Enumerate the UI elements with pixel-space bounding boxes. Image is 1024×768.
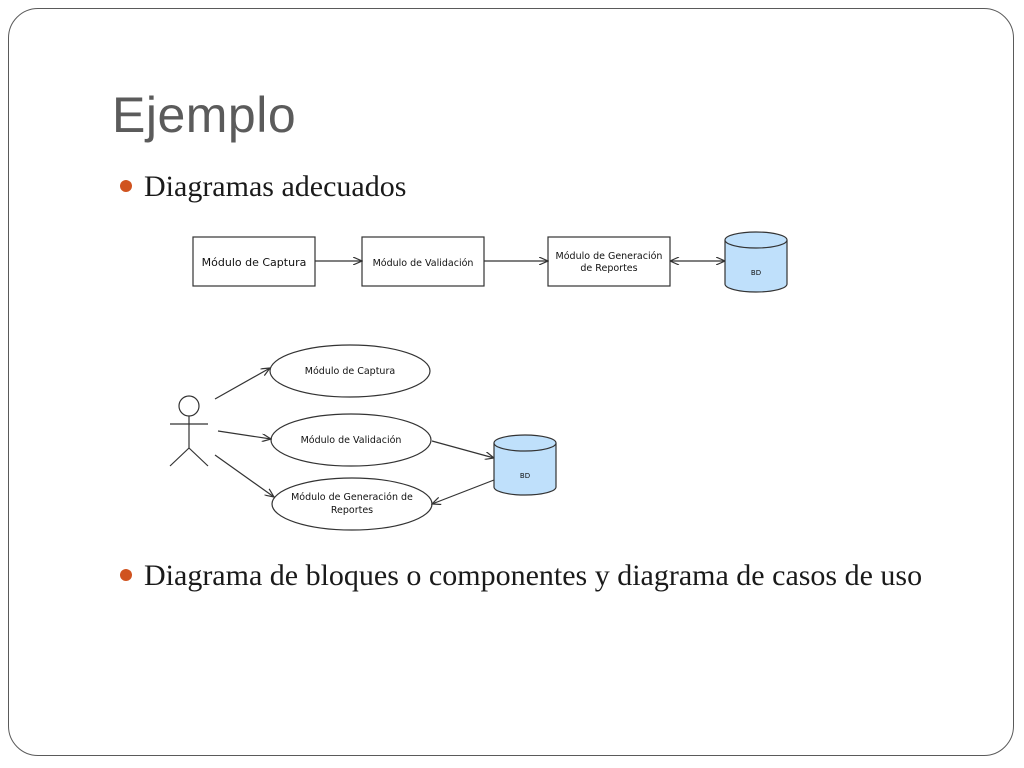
database-icon: BD — [493, 434, 557, 496]
use-case-diagram: Módulo de Captura Módulo de Validación M… — [169, 344, 557, 531]
block-generacion-label-line2: de Reportes — [580, 263, 637, 274]
use-case-validacion: Módulo de Validación — [270, 413, 432, 467]
arrow-validacion-bd — [431, 440, 494, 458]
bullet-text: Diagrama de bloques o componentes y diag… — [144, 559, 923, 592]
use-case-generacion: Módulo de Generación de Reportes — [271, 477, 433, 531]
block-validacion: Módulo de Validación — [361, 236, 485, 287]
use-case-validacion-label: Módulo de Validación — [301, 435, 402, 446]
arrow-actor-validacion — [217, 430, 271, 439]
arrow-bd-generacion — [432, 479, 495, 504]
bullet-item-diagramas: Diagramas adecuados — [120, 168, 940, 206]
block-captura-label: Módulo de Captura — [202, 256, 307, 269]
arrow-actor-captura — [214, 368, 270, 400]
slide-title: Ejemplo — [112, 87, 297, 143]
bullet-item-tipos: Diagrama de bloques o componentes y diag… — [120, 557, 950, 595]
use-case-captura-label: Módulo de Captura — [305, 366, 395, 377]
bullet-text: Diagramas adecuados — [144, 170, 407, 203]
block-validacion-label: Módulo de Validación — [373, 258, 474, 269]
arrow-actor-generacion — [214, 454, 274, 497]
actor-icon — [169, 395, 209, 467]
use-case-captura: Módulo de Captura — [269, 344, 431, 398]
block-generacion-label-line1: Módulo de Generación — [556, 251, 663, 262]
use-case-generacion-label-line2: Reportes — [331, 505, 373, 516]
bullet-dot-icon — [120, 180, 132, 192]
bullet-dot-icon — [120, 569, 132, 581]
block-generacion: Módulo de Generación de Reportes — [547, 236, 671, 287]
slide-frame — [8, 8, 1014, 756]
use-case-generacion-label-line1: Módulo de Generación de — [291, 492, 413, 503]
database-label: BD — [751, 269, 761, 277]
database-label: BD — [520, 472, 530, 480]
block-diagram: Módulo de Captura Módulo de Validación M… — [192, 231, 788, 293]
database-icon: BD — [724, 231, 788, 293]
block-captura: Módulo de Captura — [192, 236, 316, 287]
